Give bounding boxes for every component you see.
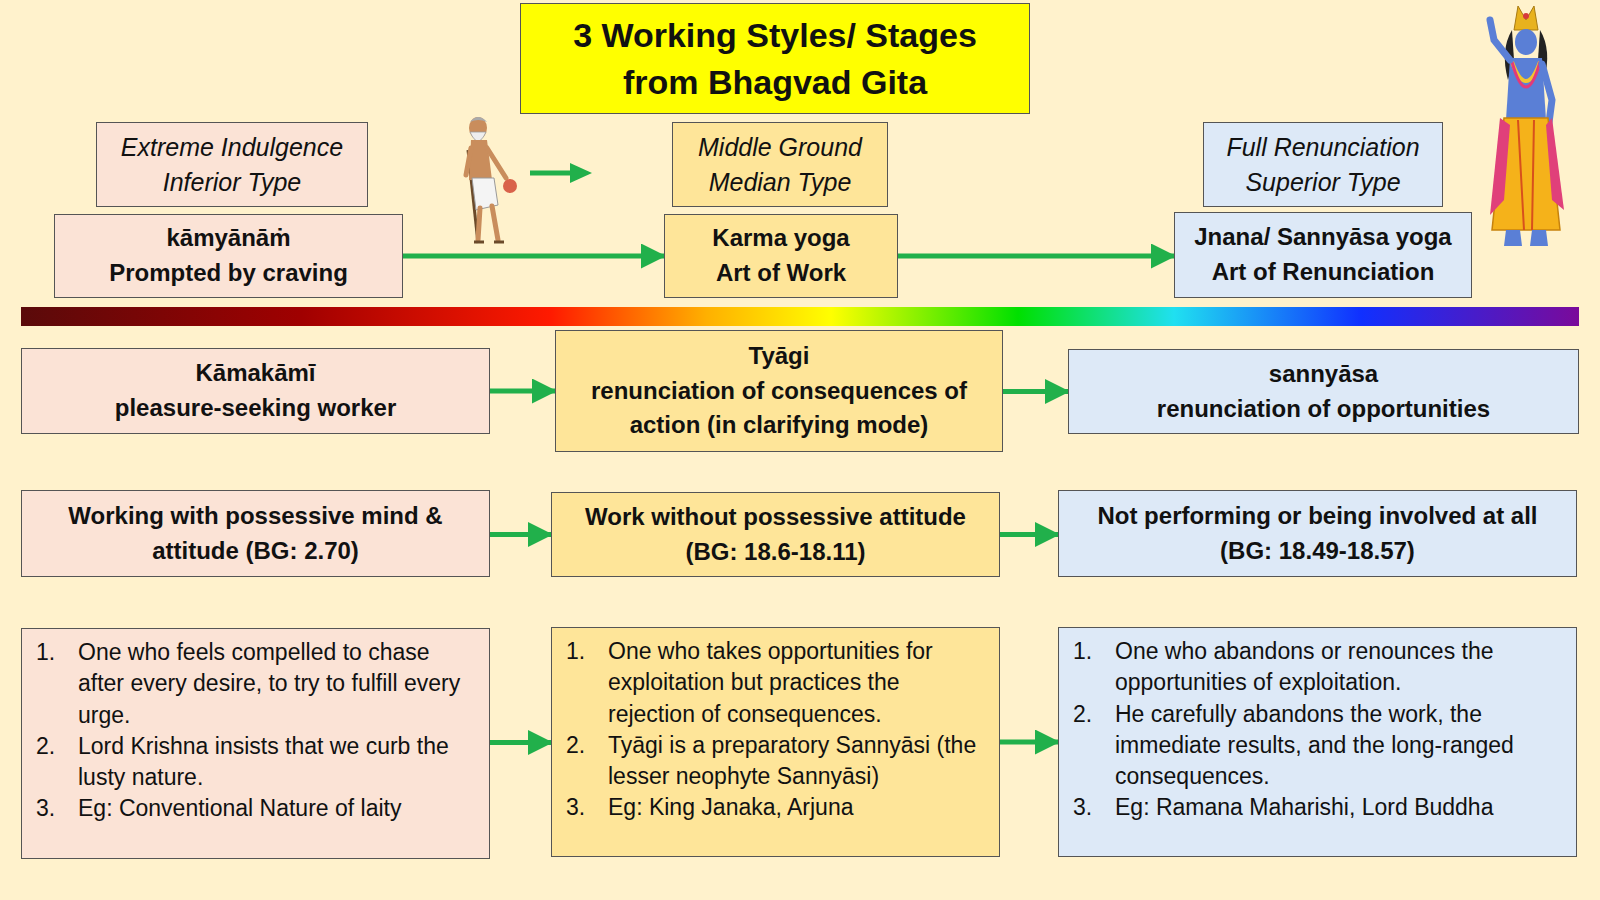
- list-text: He carefully abandons the work, the imme…: [1115, 699, 1564, 793]
- title-box: 3 Working Styles/ Stages from Bhagvad Gi…: [520, 3, 1030, 114]
- flow-arrow: [490, 740, 551, 745]
- node-heading: Karma yoga: [712, 221, 849, 256]
- attitude-box: Not performing or being involved at all …: [1058, 490, 1577, 577]
- list-text: Tyāgi is a preparatory Sannyāsi (the les…: [608, 730, 987, 793]
- type-label: Full Renunciation Superior Type: [1203, 122, 1443, 207]
- list-number: 3.: [1069, 792, 1115, 823]
- list-number: 2.: [1069, 699, 1115, 793]
- node-heading: Not performing or being involved at all …: [1069, 499, 1566, 569]
- sage-figure: [466, 117, 517, 243]
- list-text: Eg: Ramana Maharishi, Lord Buddha: [1115, 792, 1564, 823]
- list-text: Eg: King Janaka, Arjuna: [608, 792, 987, 823]
- node-heading: Tyāgi: [749, 339, 810, 374]
- node-heading: sannyāsa: [1269, 357, 1378, 392]
- list-item: 2.He carefully abandons the work, the im…: [1069, 699, 1564, 793]
- style-box: Jnana/ Sannyāsa yogaArt of Renunciation: [1174, 212, 1472, 298]
- node-text: Art of Work: [716, 256, 846, 291]
- worker-box: sannyāsarenunciation of opportunities: [1068, 349, 1579, 434]
- title-text: 3 Working Styles/ Stages from Bhagvad Gi…: [531, 12, 1019, 106]
- attitude-box: Work without possessive attitude (BG: 18…: [551, 492, 1000, 577]
- list-number: 1.: [32, 637, 78, 731]
- flow-arrow: [1003, 389, 1068, 394]
- type-label: Middle Ground Median Type: [672, 122, 888, 207]
- list-number: 1.: [1069, 636, 1115, 699]
- flow-arrow: [403, 254, 664, 259]
- description-list: 1.One who feels compelled to chase after…: [21, 628, 490, 859]
- list-item: 3.Eg: Conventional Nature of laity: [32, 793, 477, 824]
- description-list: 1.One who takes opportunities for exploi…: [551, 627, 1000, 857]
- node-text: renunciation of consequences of action (…: [566, 374, 992, 444]
- description-list: 1.One who abandons or renounces the oppo…: [1058, 627, 1577, 857]
- list-number: 3.: [32, 793, 78, 824]
- list-number: 3.: [562, 792, 608, 823]
- node-heading: Middle Ground Median Type: [683, 130, 877, 200]
- flow-arrow: [490, 532, 551, 537]
- list-text: Eg: Conventional Nature of laity: [78, 793, 477, 824]
- list-item: 1.One who abandons or renounces the oppo…: [1069, 636, 1564, 699]
- node-heading: Extreme Indulgence Inferior Type: [107, 130, 357, 200]
- flow-arrow: [1000, 532, 1058, 537]
- node-text: Art of Renunciation: [1212, 255, 1435, 290]
- flow-arrow: [1000, 740, 1058, 745]
- node-text: Prompted by craving: [109, 256, 348, 291]
- node-heading: Jnana/ Sannyāsa yoga: [1194, 220, 1451, 255]
- node-text: renunciation of opportunities: [1157, 392, 1490, 427]
- list-text: One who takes opportunities for exploita…: [608, 636, 987, 730]
- direction-arrow: [530, 163, 592, 183]
- list-item: 2.Tyāgi is a preparatory Sannyāsi (the l…: [562, 730, 987, 793]
- node-heading: kāmyānāṁ: [166, 221, 290, 256]
- list-text: Lord Krishna insists that we curb the lu…: [78, 731, 477, 794]
- list-item: 1.One who feels compelled to chase after…: [32, 637, 477, 731]
- style-box: Karma yogaArt of Work: [664, 214, 898, 298]
- list-text: One who feels compelled to chase after e…: [78, 637, 477, 731]
- style-box: kāmyānāṁPrompted by craving: [54, 214, 403, 298]
- list-item: 3.Eg: King Janaka, Arjuna: [562, 792, 987, 823]
- node-heading: Full Renunciation Superior Type: [1214, 130, 1432, 200]
- worker-box: Kāmakāmīpleasure-seeking worker: [21, 348, 490, 434]
- attitude-box: Working with possessive mind & attitude …: [21, 490, 490, 577]
- node-heading: Kāmakāmī: [195, 356, 315, 391]
- list-number: 2.: [32, 731, 78, 794]
- node-heading: Work without possessive attitude (BG: 18…: [562, 500, 989, 570]
- node-heading: Working with possessive mind & attitude …: [32, 499, 479, 569]
- list-item: 3.Eg: Ramana Maharishi, Lord Buddha: [1069, 792, 1564, 823]
- list-item: 1.One who takes opportunities for exploi…: [562, 636, 987, 730]
- type-label: Extreme Indulgence Inferior Type: [96, 122, 368, 207]
- list-text: One who abandons or renounces the opport…: [1115, 636, 1564, 699]
- worker-box: Tyāgirenunciation of consequences of act…: [555, 330, 1003, 452]
- list-number: 2.: [562, 730, 608, 793]
- list-number: 1.: [562, 636, 608, 730]
- list-item: 2.Lord Krishna insists that we curb the …: [32, 731, 477, 794]
- flow-arrow: [898, 254, 1174, 259]
- flow-arrow: [490, 389, 555, 394]
- node-text: pleasure-seeking worker: [115, 391, 396, 426]
- krishna-figure: [1490, 6, 1564, 246]
- spectrum-bar: [21, 307, 1579, 326]
